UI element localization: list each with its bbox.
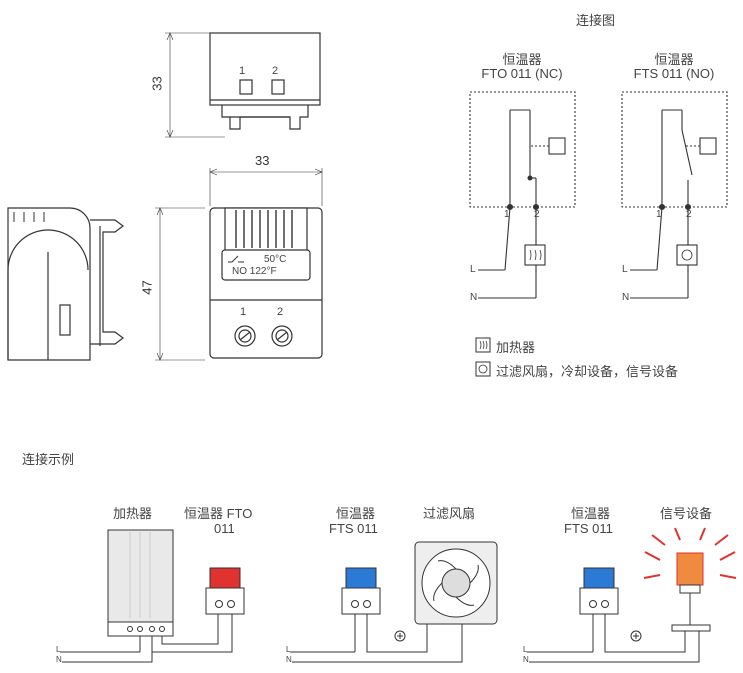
- fts-terminal-2: 2: [686, 209, 692, 220]
- ex1-thermostat: 恒温器 FTO: [184, 506, 253, 521]
- temp-fahrenheit: NO 122°F: [232, 266, 277, 277]
- example-heater-circuit: [60, 529, 245, 663]
- temp-celsius: 50°C: [264, 254, 287, 265]
- fts-terminal-1: 1: [656, 209, 662, 220]
- ex1-thermostat-model: 011: [214, 521, 235, 536]
- ex1-n: N: [56, 655, 62, 664]
- heater-icon: [475, 337, 491, 353]
- dim-width: 33: [255, 153, 270, 168]
- fts-n: N: [622, 292, 630, 303]
- examples-title: 连接示例: [22, 452, 75, 467]
- fts-title: 恒温器: [654, 52, 694, 67]
- ex1-l: L: [56, 645, 61, 654]
- ex3-thermostat: 恒温器: [571, 506, 611, 521]
- fto-title: 恒温器: [502, 52, 542, 67]
- fts-l: L: [622, 264, 628, 275]
- front-terminal-2: 2: [277, 306, 284, 318]
- fto-terminal-2: 2: [534, 209, 540, 220]
- fto-l: L: [470, 264, 476, 275]
- legend-heater: 加热器: [496, 340, 536, 355]
- ex2-l: L: [286, 645, 291, 654]
- fts-model: FTS 011 (NO): [633, 66, 715, 81]
- ex2-fan: 过滤风扇: [423, 506, 476, 521]
- legend-icons: [475, 337, 491, 377]
- wiring-title: 连接图: [576, 13, 616, 28]
- example-signal-circuit: [527, 527, 737, 663]
- front-terminal-1: 1: [240, 306, 247, 318]
- fto-terminal-1: 1: [504, 209, 510, 220]
- ex3-thermostat-model: FTS 011: [564, 521, 613, 536]
- top-view-drawing: [165, 32, 321, 138]
- ex2-thermostat: 恒温器: [336, 506, 376, 521]
- fto-n: N: [470, 292, 478, 303]
- ex3-n: N: [523, 655, 529, 664]
- top-terminal-2: 2: [272, 65, 279, 77]
- ex3-l: L: [523, 645, 528, 654]
- fan-icon: [475, 361, 491, 377]
- example-fan-circuit: [290, 541, 498, 663]
- top-terminal-1: 1: [239, 65, 246, 77]
- wiring-fto-diagram: [469, 91, 576, 299]
- legend-fan: 过滤风扇，冷却设备，信号设备: [496, 364, 679, 379]
- wiring-fts-diagram: [621, 91, 728, 299]
- front-view-drawing: [155, 168, 323, 361]
- dim-height-top: 33: [149, 76, 165, 91]
- ex2-n: N: [286, 655, 292, 664]
- dim-height-side: 47: [139, 280, 155, 295]
- ex3-signal: 信号设备: [660, 506, 713, 521]
- side-view-drawing: [7, 207, 124, 361]
- ex1-heater: 加热器: [113, 506, 153, 521]
- fto-model: FTO 011 (NC): [481, 66, 563, 81]
- ex2-thermostat-model: FTS 011: [329, 521, 378, 536]
